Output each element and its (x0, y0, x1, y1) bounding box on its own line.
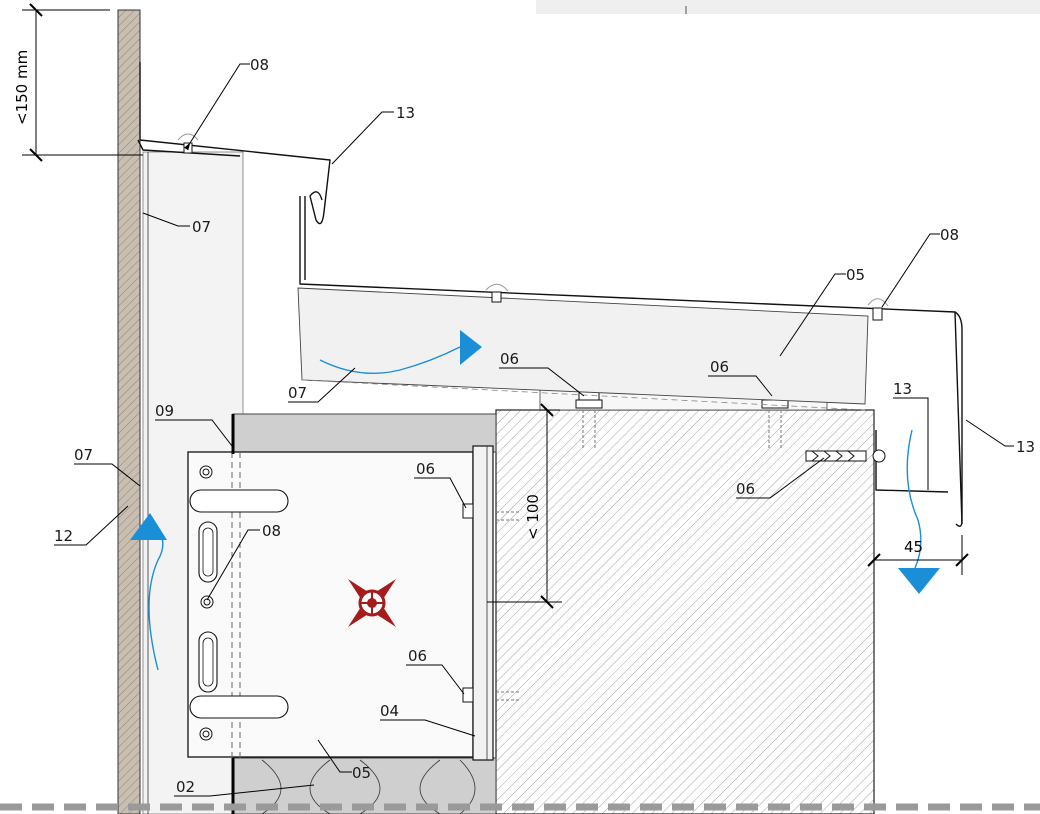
washer-icon (177, 133, 889, 321)
washer-icon (199, 465, 214, 741)
label-06-left: 06 (500, 350, 519, 368)
label-06-box-upper: 06 (416, 460, 435, 478)
dowel-icon (805, 449, 886, 463)
label-07-cover: 07 (288, 384, 307, 402)
dimension-drip: 45 (867, 535, 969, 575)
cover-panel (297, 287, 869, 405)
bolt-icon (462, 503, 520, 703)
bracket-end-plate (472, 445, 494, 761)
label-07-wall-top: 07 (192, 218, 211, 236)
airflow-arrow (898, 429, 940, 594)
wall-section (117, 9, 141, 814)
dim-upstand-label: <150 mm (13, 50, 31, 125)
insulation-strip (232, 413, 497, 453)
label-05-bottom: 05 (352, 764, 371, 782)
dimension-overlap: < 100 (487, 403, 562, 609)
dim-drip-label: 45 (904, 538, 923, 556)
label-04: 04 (380, 702, 399, 720)
label-06-mid: 06 (710, 358, 729, 376)
concrete-block (495, 409, 875, 814)
label-13-right: 13 (1016, 438, 1035, 456)
label-08-right: 08 (940, 226, 959, 244)
compass-star-icon (347, 578, 397, 628)
label-13-top: 13 (396, 104, 415, 122)
leaders (54, 63, 1014, 797)
dimension-upstand: <150 mm (13, 3, 143, 162)
label-08-top: 08 (250, 56, 269, 74)
label-13-mid: 13 (893, 380, 912, 398)
label-07-inner: 07 (74, 446, 93, 464)
airflow-arrow (130, 513, 167, 671)
label-02: 02 (176, 778, 195, 796)
label-06-right: 06 (736, 480, 755, 498)
label-12: 12 (54, 527, 73, 545)
label-05-top: 05 (846, 266, 865, 284)
label-09: 09 (155, 402, 174, 420)
upper-flashing (139, 62, 331, 225)
label-06-box-lower: 06 (408, 647, 427, 665)
label-08-box: 08 (262, 522, 281, 540)
airflow-arrow (319, 330, 482, 374)
dim-overlap-label: < 100 (524, 494, 542, 540)
header-strip (536, 0, 1040, 14)
